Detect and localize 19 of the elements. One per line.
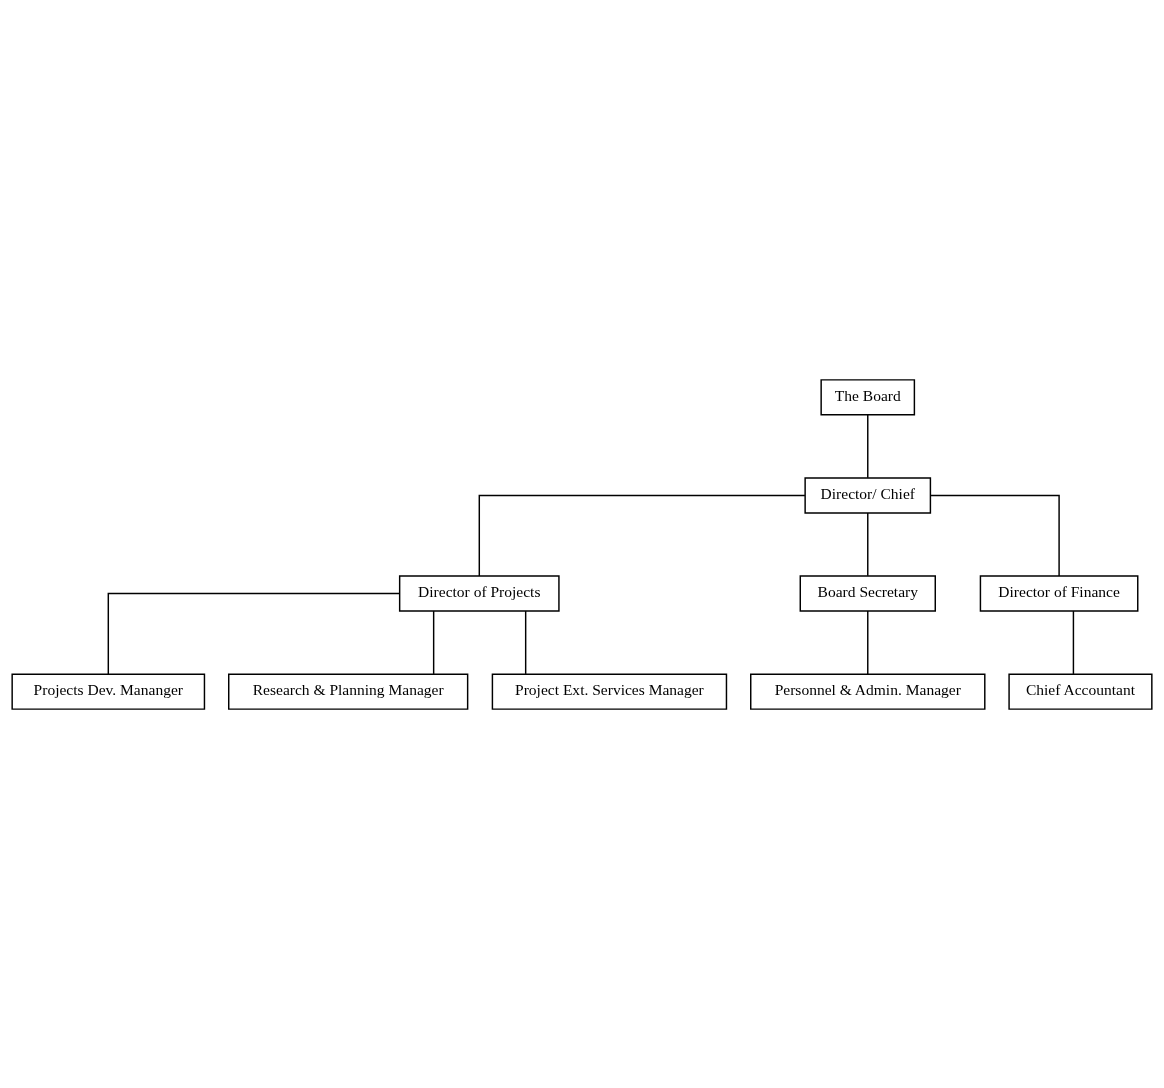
connector <box>867 413 869 478</box>
node-box: Director of Finance <box>979 574 1139 612</box>
connector <box>107 592 400 675</box>
connector <box>1072 609 1075 675</box>
node-box: Research & Planning Manager <box>228 672 469 710</box>
connector <box>867 609 869 675</box>
node-box: Project Ext. Services Manager <box>491 672 728 710</box>
node-box: Projects Dev. Mananger <box>11 672 206 710</box>
connector <box>432 609 435 675</box>
node-box: Board Secretary <box>799 574 936 612</box>
node-box: Director of Projects <box>398 574 560 612</box>
connector <box>524 609 527 675</box>
connector <box>478 494 806 577</box>
node-box: Chief Accountant <box>1008 672 1153 710</box>
node-box: Personnel & Admin. Manager <box>750 672 986 710</box>
node-box: The Board <box>820 378 916 416</box>
connector <box>929 494 1060 577</box>
node-box: Director/ Chief <box>804 476 932 514</box>
connector <box>867 511 869 577</box>
